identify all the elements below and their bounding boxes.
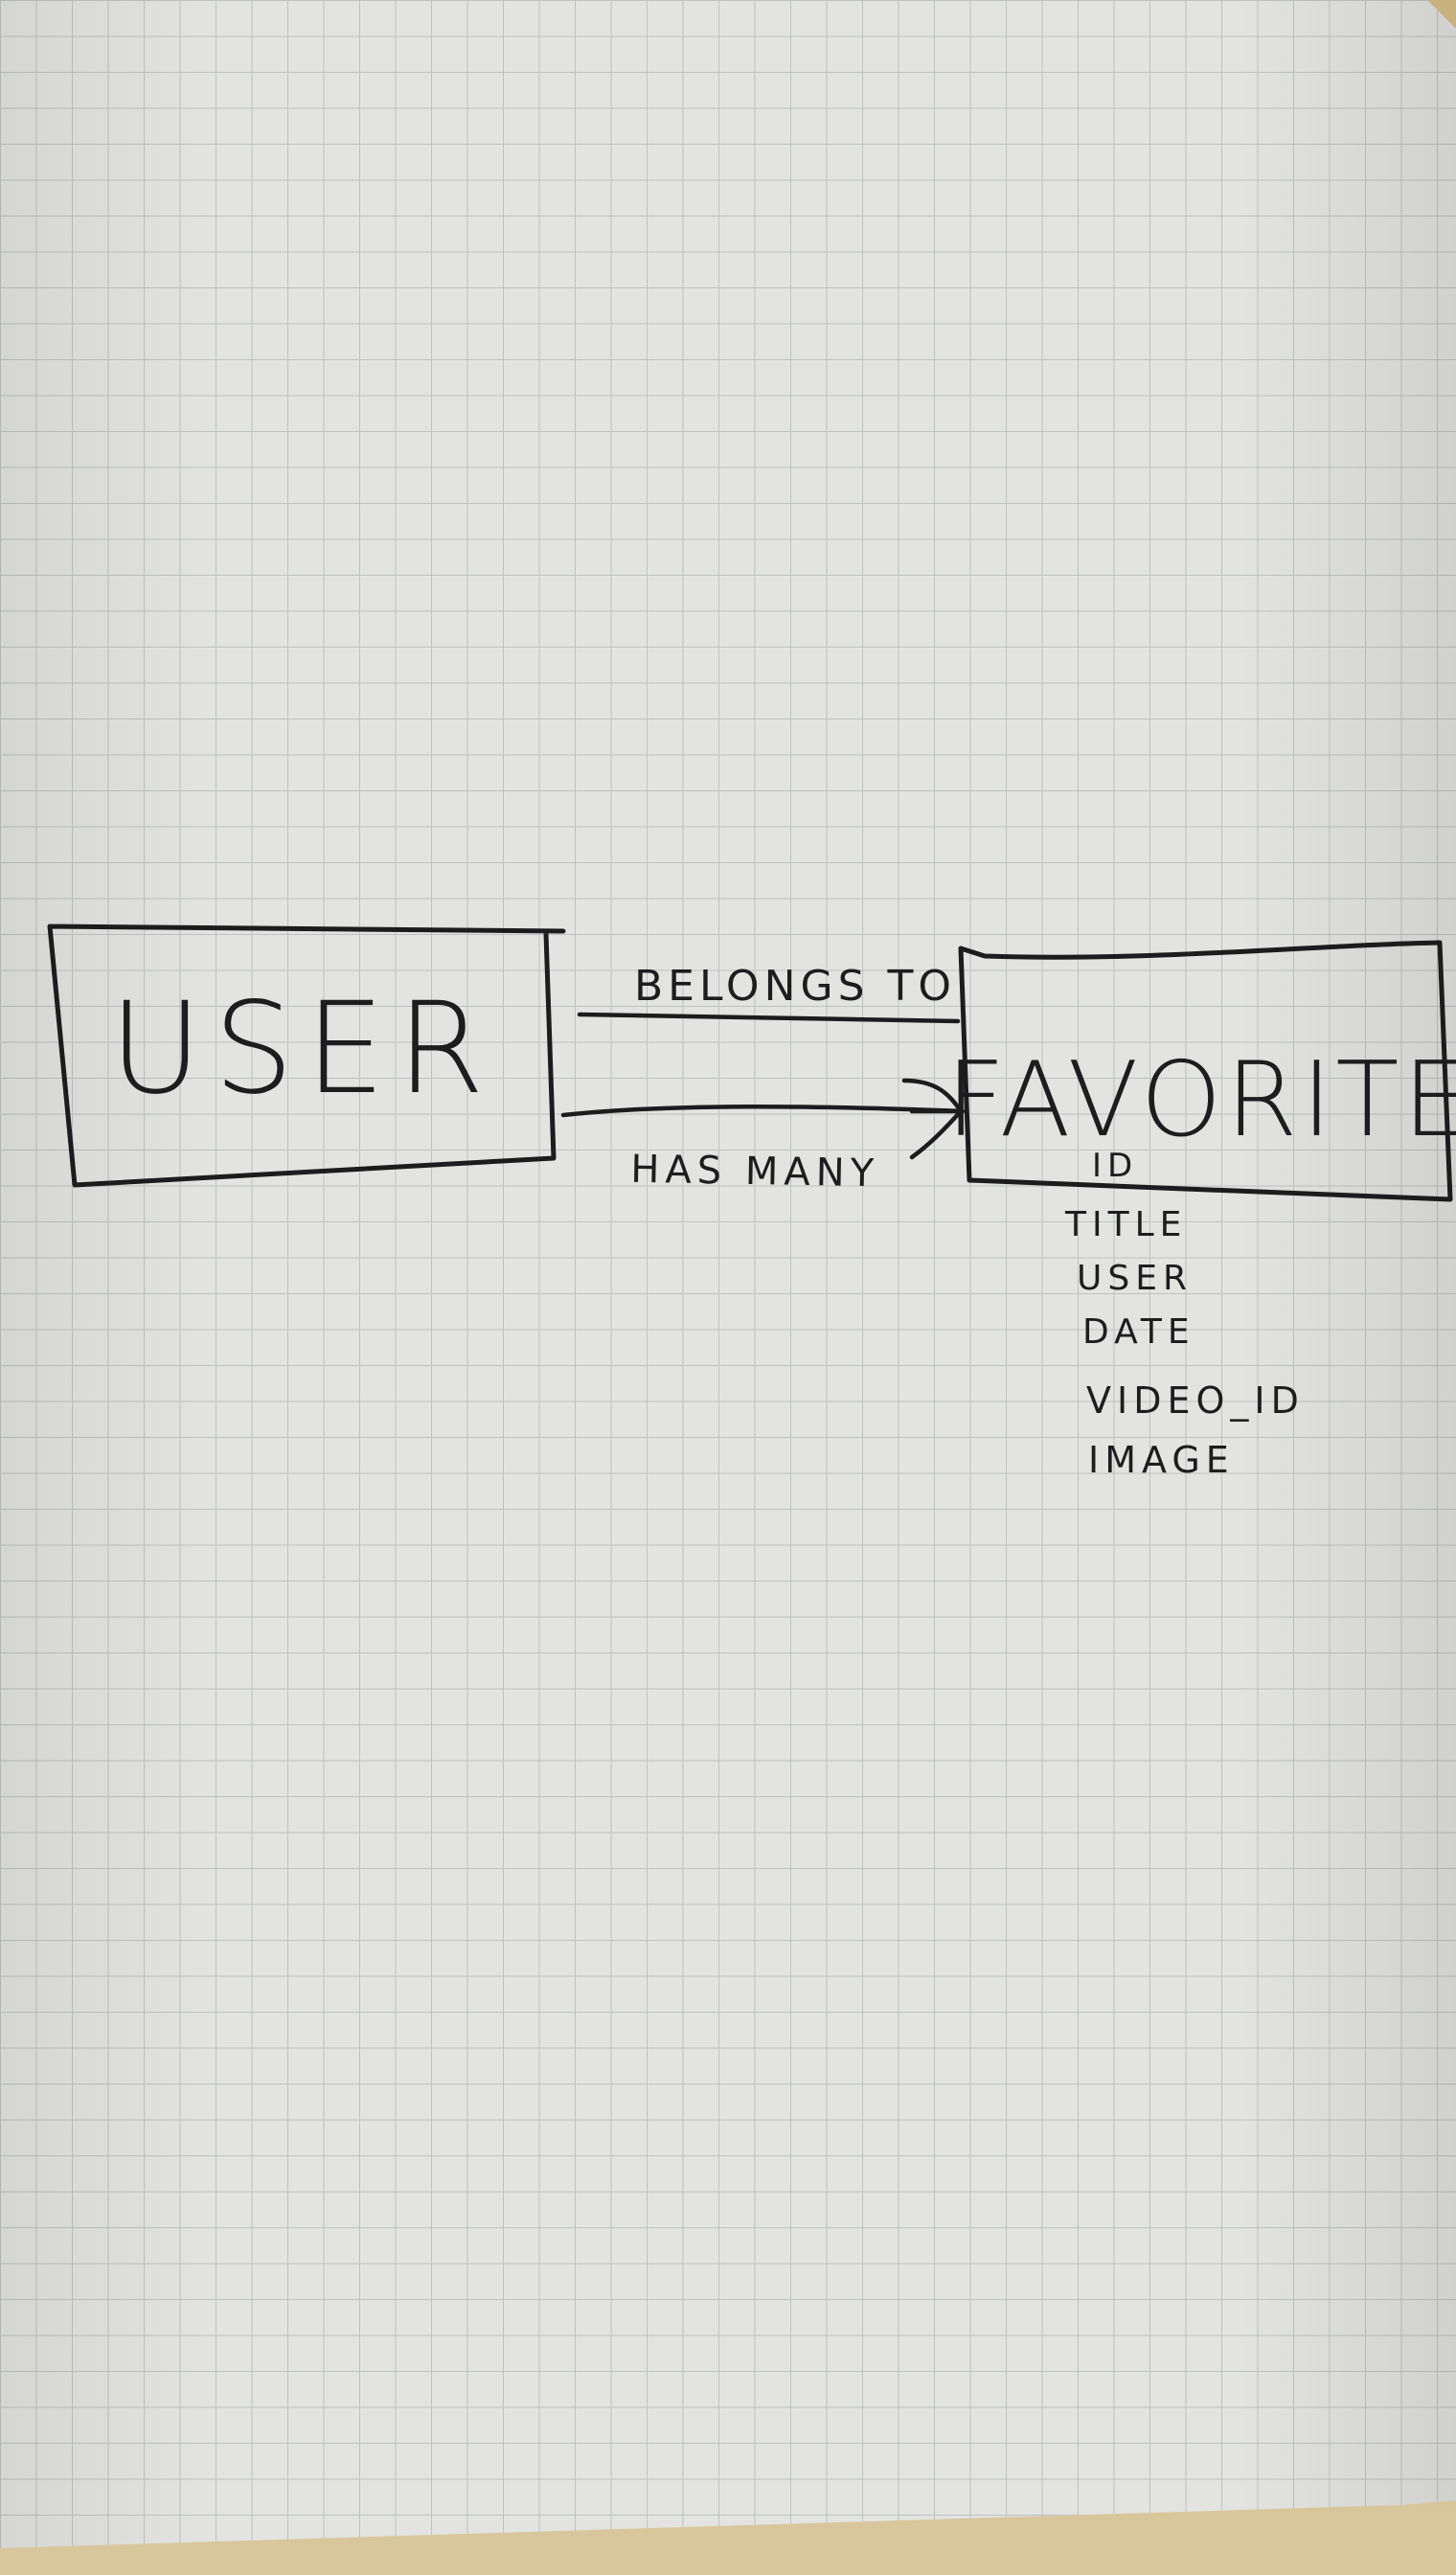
attribute-title: TITLE [1064,1205,1187,1244]
belongs-to-label: BELONGS TO [634,962,956,1011]
favorite-attribute-list: ID TITLE USER DATE VIDEO_ID IMAGE [1064,1147,1305,1481]
attribute-date: DATE [1082,1312,1195,1352]
attribute-user: USER [1077,1259,1193,1298]
favorite-entity-name: FAVORITE [945,1040,1456,1160]
user-entity-name: USER [109,975,496,1123]
favorite-entity-box [958,940,1453,1202]
crows-foot-icon [901,1078,964,1160]
has-many-line [560,1104,966,1118]
has-many-label: HAS MANY [630,1148,880,1196]
attribute-image: IMAGE [1088,1439,1235,1481]
user-entity-box [47,923,566,1188]
attribute-video-id: VIDEO_ID [1086,1379,1305,1422]
attribute-id: ID [1092,1147,1138,1185]
belongs-to-line [577,1012,961,1024]
